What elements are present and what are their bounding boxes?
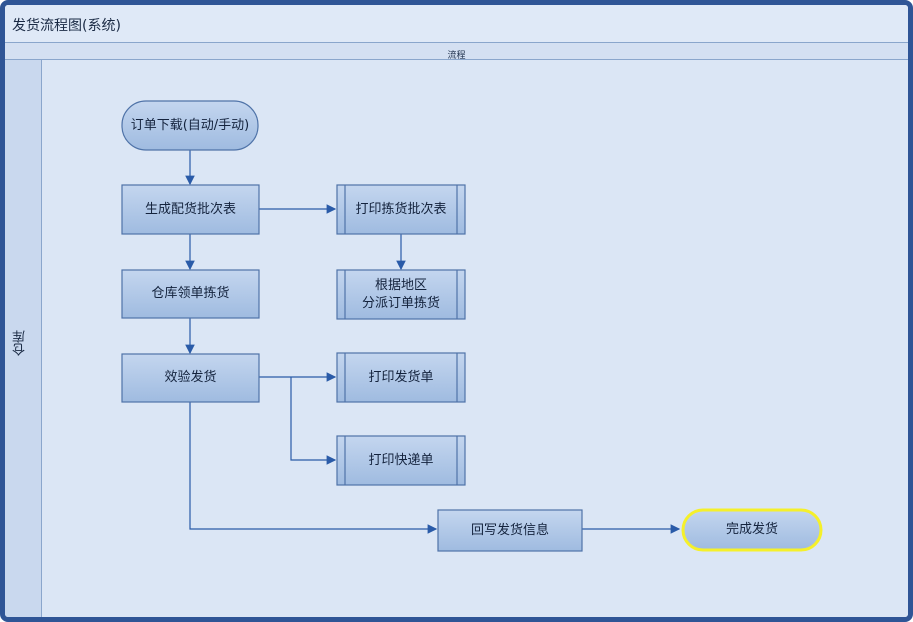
title-bar: 发货流程图(系统) [5,5,908,43]
swimlane-header: 仓库 [5,60,42,617]
start-terminator [121,100,259,151]
print-pick-subprocess [336,184,466,235]
generate-batch-box [121,184,260,235]
verify-box [121,353,260,403]
window-title: 发货流程图(系统) [12,18,121,34]
flow-canvas [121,100,823,552]
finish-terminator [681,508,823,552]
print-invoice-subprocess [336,352,466,403]
print-express-subprocess [336,435,466,486]
warehouse-pick-box [121,269,260,319]
region-pick-subprocess [336,269,466,320]
writeback-box [437,509,583,552]
phase-header: 流程 [5,43,908,61]
connector-verify-to-writeback [189,402,438,534]
phase-label: 流程 [447,51,466,61]
connector-verify-to-print-express [290,377,337,465]
